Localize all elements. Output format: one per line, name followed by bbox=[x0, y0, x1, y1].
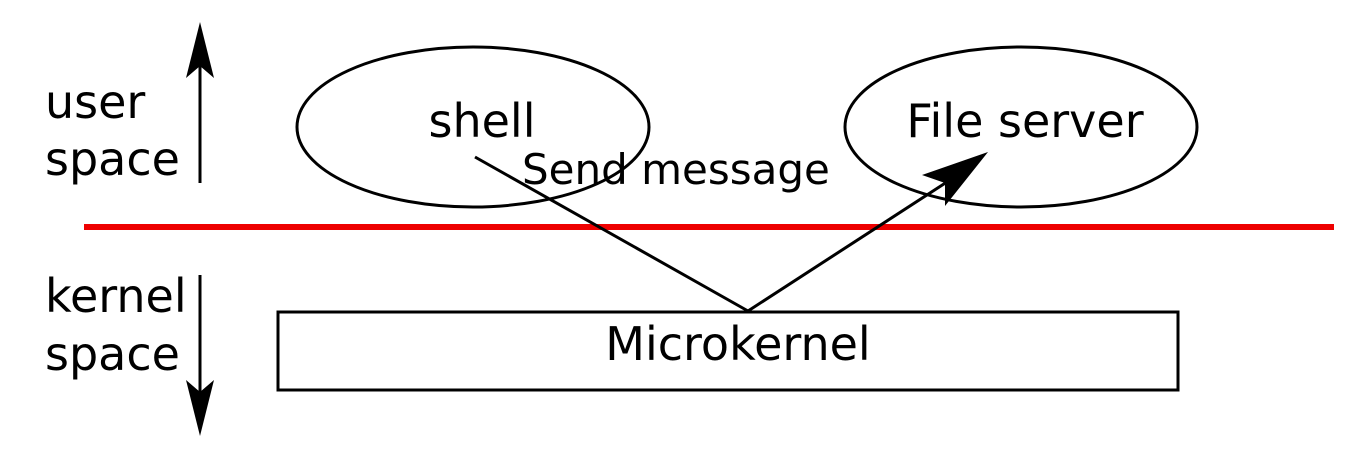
message-line-kernel-to-file-server bbox=[747, 178, 951, 313]
message-arrowhead bbox=[922, 152, 988, 206]
file-server-node bbox=[843, 45, 1199, 209]
user-space-up-arrow bbox=[186, 22, 214, 183]
shell-node bbox=[295, 45, 651, 209]
kernel-space-label-line1: kernel bbox=[45, 269, 187, 323]
file-server-label: File server bbox=[906, 94, 1143, 148]
microkernel-node bbox=[276, 310, 1180, 392]
kernel-space-label-line2: space bbox=[45, 327, 180, 381]
microkernel-label: Microkernel bbox=[605, 317, 870, 371]
send-message-label: Send message bbox=[522, 145, 830, 194]
user-space-label-line2: space bbox=[45, 132, 180, 186]
kernel-space-down-arrow bbox=[186, 275, 214, 436]
user-space-label-line1: user bbox=[45, 75, 145, 129]
message-line-shell-to-kernel bbox=[474, 155, 749, 313]
shell-label: shell bbox=[429, 94, 536, 148]
